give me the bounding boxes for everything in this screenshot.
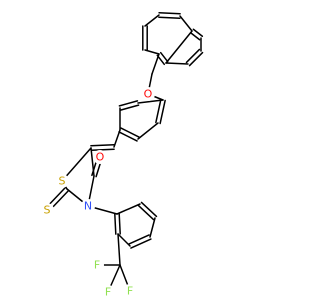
- bond-n7-n8: [159, 51, 169, 63]
- bond-n8-nCH2: [151, 53, 160, 75]
- bond-r3-r4: [130, 238, 152, 249]
- fluorine-label-2: F: [105, 286, 111, 299]
- bond-layer: [44, 12, 204, 293]
- ether-oxygen-atom: O: [141, 87, 155, 101]
- bond-b3-b2: [137, 122, 159, 140]
- bond-n2-n3: [179, 15, 193, 32]
- bond-r6-r1: [116, 203, 141, 215]
- bond-n7-n3: [165, 30, 193, 64]
- bond-b4-vCH: [113, 129, 121, 148]
- bond-n3-n4: [189, 31, 201, 41]
- bond-n5-n6: [188, 51, 204, 67]
- thione-sulfur-atom: S: [40, 203, 54, 217]
- bond-r1-r2: [118, 213, 121, 235]
- ring-sulfur-label: S: [59, 175, 66, 188]
- fluorine-atom-2: F: [101, 285, 115, 299]
- bond-b2-b1: [159, 99, 166, 125]
- bond-vCH-c5: [90, 144, 115, 147]
- bond-n1-n2: [158, 16, 181, 19]
- bond-b2-b1: [155, 98, 162, 124]
- bond-r2-cf: [117, 233, 121, 266]
- carbonyl-oxygen-atom: O: [93, 150, 107, 164]
- bond-b4-b3: [118, 131, 138, 142]
- bond-n5-n6: [185, 48, 201, 64]
- fluorine-atom-1: F: [90, 258, 104, 272]
- bond-b1-b6: [137, 99, 164, 104]
- bond-n6-n7: [165, 62, 189, 65]
- ether-oxygen-label: O: [144, 88, 153, 101]
- bond-r4-r5: [149, 217, 156, 238]
- ring-sulfur-atom: S: [55, 174, 69, 188]
- bond-b6-b5: [118, 100, 139, 107]
- bond-b6-b5: [119, 104, 140, 111]
- molecule-structure: O O S S N F F F: [40, 12, 204, 299]
- ring-nitrogen-label: N: [84, 200, 92, 213]
- bond-r5-r6: [137, 204, 155, 221]
- fluorine-label-3: F: [127, 285, 133, 298]
- bond-r5-r6: [140, 201, 158, 218]
- bond-r3-r4: [128, 234, 150, 245]
- carbonyl-oxygen-label: O: [96, 151, 105, 164]
- fluorine-label-1: F: [94, 259, 100, 272]
- bond-vCH-c5: [90, 148, 115, 151]
- bond-n1-n2: [158, 12, 181, 15]
- bond-r2-r3: [117, 233, 131, 247]
- bond-n3-n4: [192, 28, 204, 38]
- bond-b4-b3: [120, 127, 140, 138]
- fluorine-atom-3: F: [123, 284, 137, 298]
- atom-label-layer: O O S S N F F F: [40, 87, 155, 299]
- thione-sulfur-label: S: [44, 204, 51, 217]
- ring-nitrogen-atom: N: [81, 199, 95, 213]
- bond-n10-n1: [144, 14, 160, 27]
- bond-r1-r2: [114, 213, 117, 235]
- bond-c5-s1: [61, 147, 92, 182]
